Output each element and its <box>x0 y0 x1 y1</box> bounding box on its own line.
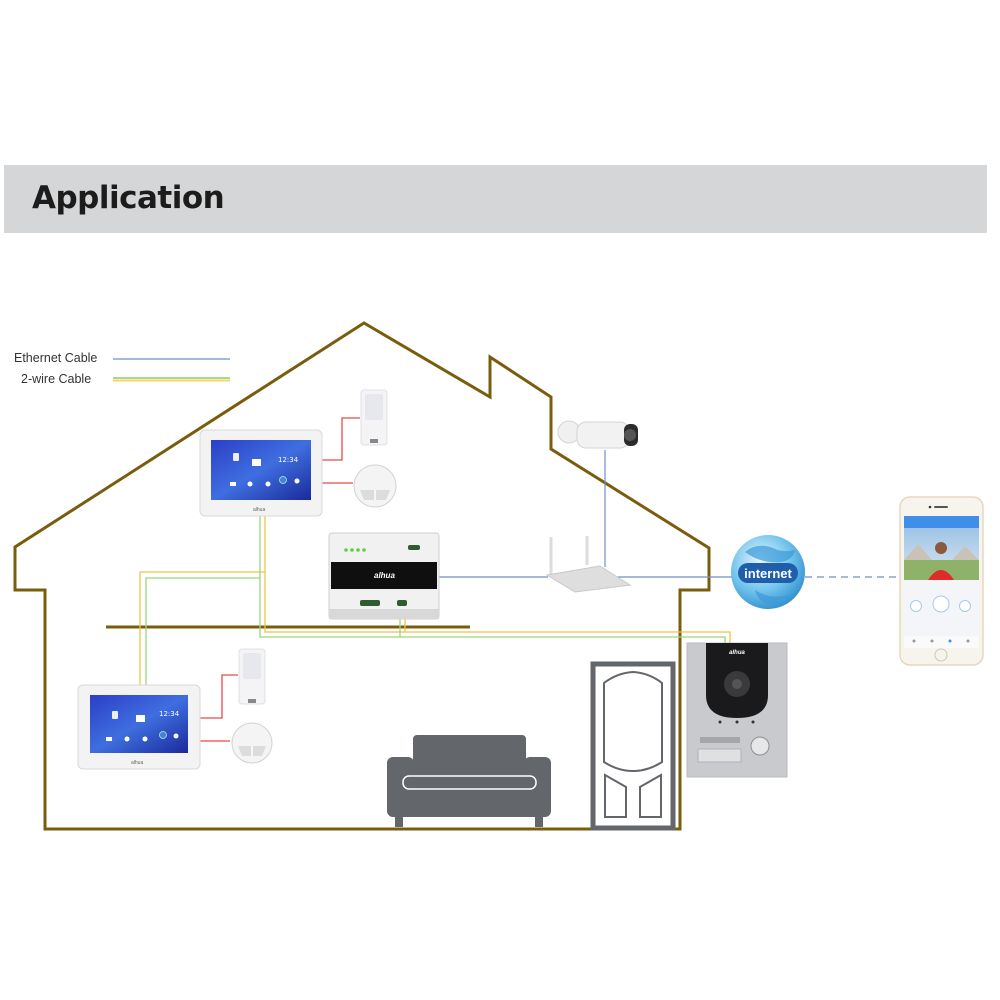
tab-icon-2[interactable] <box>930 639 934 643</box>
sofa <box>387 735 551 827</box>
legend-ethernet-label: Ethernet Cable <box>14 351 98 365</box>
phone-icon <box>112 711 118 719</box>
monitor-logo: alhua <box>253 507 265 513</box>
camera-icon <box>230 482 236 486</box>
monitor-screen <box>211 440 311 500</box>
alarm-wire <box>200 417 360 742</box>
switch-logo: alhua <box>374 571 395 580</box>
monitor-logo: alhua <box>131 760 143 766</box>
indoor-monitor-upper: 12:34 alhua <box>199 429 323 517</box>
internet-globe: internet <box>731 535 805 609</box>
two-wire-cable-green <box>145 515 726 688</box>
monitor-screen <box>90 695 188 753</box>
legend-two-wire-label: 2-wire Cable <box>21 372 92 386</box>
camera-icon <box>106 737 112 741</box>
door-station-logo: alhua <box>729 650 745 656</box>
person-icon <box>294 478 300 484</box>
monitor-clock: 12:34 <box>278 456 299 464</box>
pir-sensor-upper <box>360 389 388 446</box>
legend-two-wire-line <box>113 377 230 382</box>
door-station: alhua <box>686 642 788 778</box>
monitoring-button[interactable] <box>910 600 922 612</box>
router <box>545 536 632 593</box>
two-wire-switch: alhua <box>328 532 440 620</box>
pir-sensor-lower <box>238 648 266 705</box>
monitor-clock: 12:34 <box>159 710 180 718</box>
call-message-button[interactable] <box>959 600 971 612</box>
smoke-detector-lower <box>231 722 273 764</box>
smoke-detector-upper <box>353 464 397 508</box>
phone-icon <box>233 453 239 461</box>
two-wire-cable-yellow <box>139 515 731 688</box>
ip-camera <box>557 420 638 449</box>
message-icon <box>252 459 261 466</box>
shield-icon <box>279 476 287 484</box>
page-title: Application <box>32 180 225 216</box>
shield-icon <box>159 731 167 739</box>
home-button <box>934 648 948 662</box>
header-band <box>4 165 987 233</box>
message-icon <box>136 715 145 722</box>
tab-icon-1[interactable] <box>912 639 916 643</box>
settings-icon <box>142 736 148 742</box>
settings-icon <box>265 481 271 487</box>
open-door-button[interactable] <box>932 595 950 613</box>
app-header-bar <box>904 516 979 528</box>
door <box>590 661 676 831</box>
tab-icon-3[interactable] <box>948 639 952 643</box>
user-icon <box>124 736 130 742</box>
house-outline <box>13 321 711 831</box>
tab-icon-4[interactable] <box>966 639 970 643</box>
user-icon <box>247 481 253 487</box>
ethernet-cable <box>438 450 897 578</box>
smartphone <box>899 496 984 666</box>
indoor-monitor-lower: 12:34 alhua <box>77 684 201 770</box>
person-icon <box>173 733 179 739</box>
internet-label: internet <box>744 566 792 581</box>
